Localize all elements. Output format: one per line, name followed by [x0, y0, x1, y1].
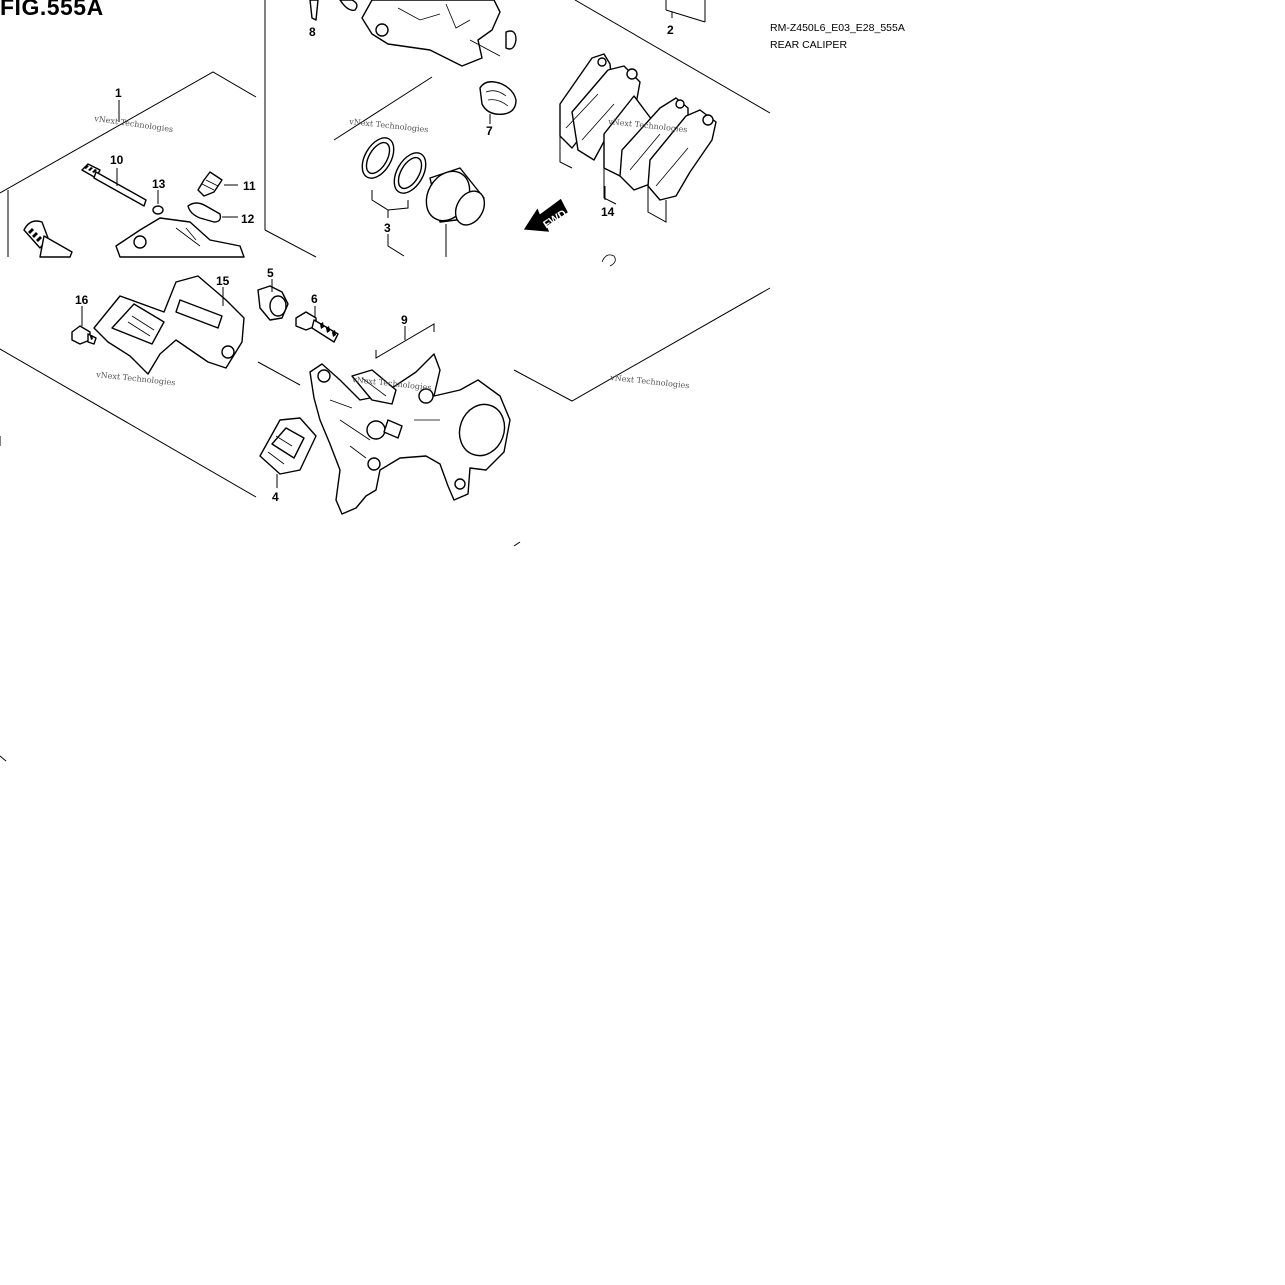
callout-12: 12 — [241, 212, 255, 226]
diagram-name: REAR CALIPER — [770, 39, 848, 51]
part-7-boot — [479, 81, 517, 124]
part-9-caliper-bracket — [309, 323, 511, 515]
part-6-bolt — [295, 306, 339, 343]
part-1-caliper-assy — [23, 100, 245, 258]
callout-10: 10 — [110, 153, 124, 167]
callout-11: 11 — [243, 179, 256, 193]
watermark-6: vNext Technologies — [609, 373, 690, 390]
part-16-bolt — [71, 306, 97, 345]
fwd-arrow: FWD — [523, 198, 569, 232]
callout-5: 5 — [267, 266, 274, 280]
diagram-code: RM-Z450L6_E03_E28_555A — [770, 22, 905, 34]
part-3-seal-set — [333, 76, 486, 257]
callout-14: 14 — [601, 205, 615, 219]
part-15-bracket — [93, 275, 245, 375]
part-10-pin — [81, 163, 147, 207]
callout-6: 6 — [311, 292, 318, 306]
watermark-2: vNext Technologies — [348, 117, 429, 134]
callout-4: 4 — [272, 490, 279, 504]
callout-labels: 1 2 3 4 5 6 7 8 9 10 11 12 13 14 15 16 — [75, 23, 674, 504]
callout-9: 9 — [401, 313, 408, 327]
part-8-slide-pin — [309, 0, 358, 21]
part-11-bleeder — [197, 171, 238, 197]
part-12-cap — [187, 202, 238, 223]
part-13-oring — [152, 190, 164, 215]
part-4-pad-spring — [259, 417, 317, 488]
part-5-sleeve — [257, 279, 289, 321]
part-14-brake-pads — [559, 53, 717, 267]
callout-1: 1 — [115, 86, 122, 100]
panel-outlines — [0, 0, 771, 762]
callout-13: 13 — [152, 177, 166, 191]
figure-title: FIG.555A — [0, 0, 104, 20]
watermark-4: vNext Technologies — [95, 370, 176, 387]
callout-8: 8 — [309, 25, 316, 39]
callout-15: 15 — [216, 274, 230, 288]
callout-16: 16 — [75, 293, 89, 307]
callout-2: 2 — [667, 23, 674, 37]
callout-7: 7 — [486, 124, 493, 138]
callout-3: 3 — [384, 221, 391, 235]
caliper-body-top — [361, 0, 517, 67]
